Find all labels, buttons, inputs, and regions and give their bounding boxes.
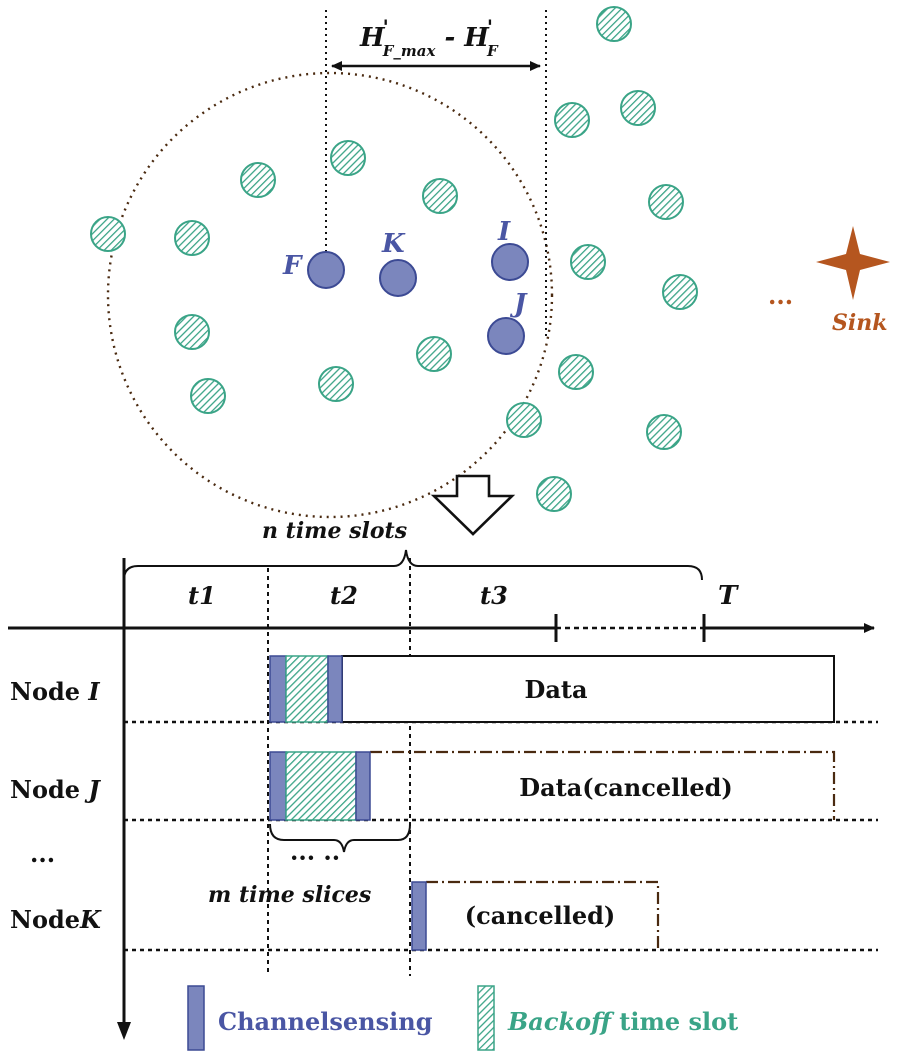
sensing-slice <box>411 881 427 951</box>
hatched-circle-icon <box>506 402 542 438</box>
period-t1-label: t1 <box>188 581 216 610</box>
row-label-node-j: Node J <box>10 775 101 804</box>
data-label-node-j: Data(cancelled) <box>519 773 733 802</box>
ellipsis-right: ... <box>768 281 793 310</box>
hatched-circle-icon <box>570 244 606 280</box>
m-time-slices-brace <box>269 823 411 853</box>
hatched-circle-icon <box>554 102 590 138</box>
row-label-node-i: Node I <box>10 677 100 706</box>
sensing-slice <box>269 751 287 821</box>
hatched-circle-icon <box>174 314 210 350</box>
legend-backoff-label: Backoff time slot <box>507 1007 738 1036</box>
row-label-node-k: NodeK <box>10 905 102 934</box>
node-k <box>379 259 417 297</box>
node-j-label: J <box>509 289 528 319</box>
slice-dots: ··· ·· <box>290 843 340 872</box>
hatched-circle-icon <box>596 6 632 42</box>
data-box-node-i <box>341 655 835 723</box>
data-label-node-k: (cancelled) <box>465 901 616 930</box>
backoff-slices <box>285 655 329 723</box>
data-box-node-k-cancelled <box>426 880 660 950</box>
hatched-circle-icon <box>318 366 354 402</box>
hatched-circle-icon <box>240 162 276 198</box>
hatched-circle-icon <box>646 414 682 450</box>
communication-range-circle <box>106 71 554 519</box>
n-time-slots-label: n time slots <box>262 518 407 544</box>
hatched-circle-icon <box>536 476 572 512</box>
period-t3-label: t3 <box>480 581 508 610</box>
hatched-circle-icon <box>416 336 452 372</box>
data-label-node-i: Data <box>525 675 588 704</box>
candidate-nodes <box>307 243 529 355</box>
hatched-circle-icon <box>662 274 698 310</box>
legend-backoff-swatch <box>477 985 495 1051</box>
data-box-node-j-cancelled <box>370 750 836 820</box>
sink-label: Sink <box>832 310 887 336</box>
hatched-circle-icon <box>558 354 594 390</box>
period-total-label: T <box>718 581 739 611</box>
n-time-slots-brace <box>123 549 703 581</box>
hatched-circle-icon <box>90 216 126 252</box>
hatched-circle-icon <box>648 184 684 220</box>
four-point-star-icon <box>816 226 890 300</box>
row-label-dots: ... <box>30 839 55 868</box>
node-i <box>491 243 529 281</box>
sensing-slice <box>269 655 287 723</box>
node-axis-arrowhead <box>117 1022 131 1040</box>
node-f-label: F <box>282 251 303 281</box>
hatched-circle-icon <box>330 140 366 176</box>
hatched-circle-icon <box>620 90 656 126</box>
legend-sensing-label: Channelsensing <box>218 1007 433 1036</box>
sensing-slice <box>355 751 371 821</box>
backoff-slices <box>285 751 357 821</box>
period-t2-label: t2 <box>330 581 358 610</box>
m-time-slices-label: m time slices <box>208 882 371 908</box>
hatched-circle-icon <box>174 220 210 256</box>
node-i-label: I <box>497 217 511 247</box>
node-f <box>307 251 345 289</box>
legend-sensing-swatch <box>187 985 205 1051</box>
hatched-circle-icon <box>190 378 226 414</box>
neighbor-nodes <box>90 6 698 512</box>
node-k-label: K <box>381 229 406 259</box>
hatched-circle-icon <box>422 178 458 214</box>
node-j <box>487 317 525 355</box>
sensing-slice <box>327 655 343 723</box>
hop-difference-label: H'F_max - H'F <box>359 15 499 60</box>
hollow-down-arrow-icon <box>430 474 516 536</box>
